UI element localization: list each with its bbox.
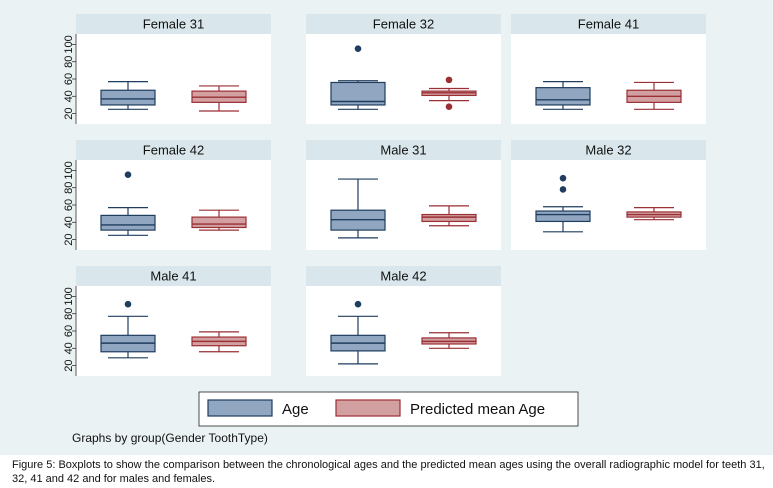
y-tick-label: 60: [63, 73, 75, 85]
iqr-box: [100, 214, 156, 231]
panel-male-41: Male 41 20 40 60 80 100: [63, 266, 271, 376]
outlier-point: [559, 186, 567, 193]
outlier-point: [354, 300, 362, 308]
panel-female-41: Female 41: [511, 14, 706, 124]
panel-title-strip: [76, 140, 271, 160]
legend-label-predicted-mean-age: Predicted mean Age: [410, 401, 545, 418]
outlier-point: [559, 174, 567, 182]
box-age: [330, 300, 386, 365]
panel-male-32: Male 32: [511, 140, 706, 250]
box-predicted-mean-age: [191, 331, 247, 353]
plot-area: [511, 34, 706, 124]
y-tick-label: 100: [63, 161, 75, 179]
outlier-point: [445, 76, 453, 84]
iqr-box: [191, 216, 247, 229]
panel-title-strip: [306, 140, 501, 160]
panel-title: Female 32: [373, 17, 434, 32]
panel-title-strip: [511, 140, 706, 160]
legend-swatch-predicted-mean-age: [335, 399, 401, 417]
y-tick-label: 100: [63, 35, 75, 53]
panel-title: Male 41: [150, 269, 196, 284]
box-predicted-mean-age: [191, 209, 247, 231]
outlier-point: [354, 45, 362, 53]
legend-swatch-age: [207, 399, 273, 417]
panel-title: Female 31: [143, 17, 204, 32]
y-tick-label: 40: [63, 90, 75, 102]
outlier-point: [445, 103, 453, 110]
panel-title: Male 31: [380, 143, 426, 158]
panel-male-31: Male 31: [306, 140, 501, 250]
box-age: [100, 80, 156, 110]
iqr-box: [421, 213, 477, 223]
iqr-box: [330, 81, 386, 106]
plot-area: [306, 34, 501, 124]
panel-title-strip: [76, 266, 271, 286]
plot-area: [76, 286, 271, 376]
y-tick-label: 60: [63, 325, 75, 337]
plot-area: [76, 34, 271, 124]
panel-title: Male 42: [380, 269, 426, 284]
legend-label-age: Age: [282, 401, 309, 418]
plot-area: [511, 160, 706, 250]
panel-female-32: Female 32: [306, 14, 501, 124]
y-tick-label: 20: [63, 107, 75, 119]
panel-title: Female 42: [143, 143, 204, 158]
panel-title: Female 41: [578, 17, 639, 32]
panel-title-strip: [76, 14, 271, 34]
box-predicted-mean-age: [626, 81, 682, 110]
chart-figure: Female 31 20 40 60 80 100 Female 32 Female 41 Fe…: [0, 0, 773, 455]
panel-title: Male 32: [585, 143, 631, 158]
plot-area: [306, 160, 501, 250]
outlier-point: [124, 300, 132, 308]
box-age: [100, 300, 156, 359]
y-tick-label: 100: [63, 287, 75, 305]
box-predicted-mean-age: [421, 76, 477, 110]
y-tick-label: 80: [63, 308, 75, 320]
y-tick-label: 80: [63, 182, 75, 194]
panel-title-strip: [511, 14, 706, 34]
panel-female-31: Female 31 20 40 60 80 100: [63, 14, 271, 124]
box-age: [100, 171, 156, 236]
panel-female-42: Female 42 20 40 60 80 100: [63, 140, 271, 250]
iqr-box: [535, 210, 591, 223]
outlier-point: [124, 171, 132, 179]
box-predicted-mean-age: [421, 205, 477, 227]
box-age: [330, 178, 386, 239]
panel-title-strip: [306, 266, 501, 286]
panel-title-strip: [306, 14, 501, 34]
plot-area: [76, 160, 271, 250]
box-predicted-mean-age: [626, 206, 682, 221]
iqr-box: [100, 89, 156, 106]
y-tick-label: 20: [63, 233, 75, 245]
figure-caption: Figure 5: Boxplots to show the compariso…: [12, 459, 765, 485]
y-tick-label: 20: [63, 359, 75, 371]
box-age: [535, 174, 591, 233]
y-tick-label: 80: [63, 56, 75, 68]
box-age: [330, 45, 386, 110]
panel-male-42: Male 42: [306, 266, 501, 376]
y-tick-label: 60: [63, 199, 75, 211]
box-predicted-mean-age: [191, 85, 247, 112]
legend: Age Predicted mean Age: [198, 391, 579, 427]
y-tick-label: 40: [63, 342, 75, 354]
graphs-by-note: Graphs by group(Gender ToothType): [72, 431, 268, 445]
box-age: [535, 80, 591, 110]
plot-area: [306, 286, 501, 376]
box-predicted-mean-age: [421, 332, 477, 349]
iqr-box: [535, 87, 591, 106]
y-tick-label: 40: [63, 216, 75, 228]
